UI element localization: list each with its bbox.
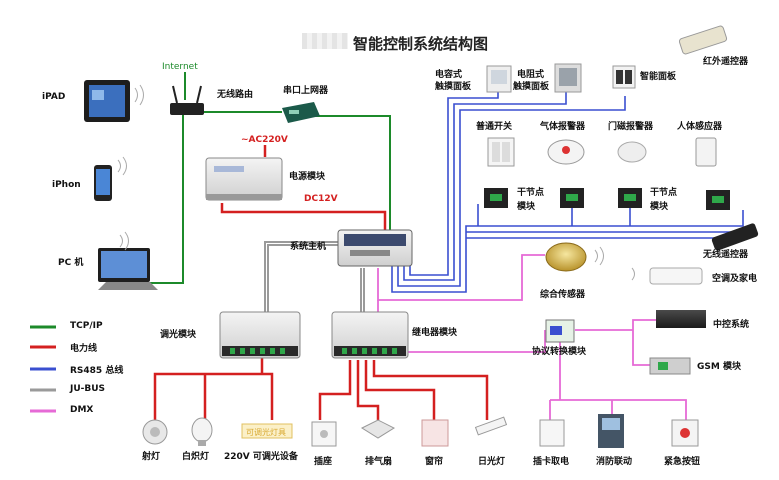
central-control-label: 中控系统 [713, 320, 750, 330]
body-sensor-device [695, 137, 717, 167]
exhaust-fan-device [360, 419, 396, 439]
wireless-remote-device [711, 223, 759, 251]
wireless-remote-label: 无线遥控器 [703, 250, 749, 260]
dry-contact-3-device [618, 188, 642, 208]
ir-remote-device [678, 25, 728, 55]
incandescent-device [191, 417, 213, 446]
ipad-device [84, 80, 144, 122]
spotlight-device [142, 419, 168, 445]
socket-device [311, 421, 337, 447]
resistive-panel-label-2: 触摸面板 [513, 82, 550, 92]
ir-remote-label: 红外遥控器 [703, 57, 749, 67]
tcp-gateway-host [300, 115, 391, 232]
ac-appliance-label: 空调及家电 [712, 274, 758, 284]
capacitive-panel-device [486, 65, 512, 93]
system-host-label: 系统主机 [290, 242, 327, 252]
pc-label: PC 机 [58, 258, 84, 268]
pc-device [98, 231, 158, 290]
dry-contact-2-label-2: 模块 [650, 202, 669, 212]
legend-tcp-label: TCP/IP [70, 321, 103, 331]
capacitive-panel-label-1: 电容式 [435, 70, 463, 80]
legend-dmx-label: DMX [70, 405, 94, 415]
dimmer-module-label: 调光模块 [160, 330, 197, 340]
body-sensor-label: 人体感应器 [677, 122, 723, 132]
serial-gateway-device [282, 102, 320, 123]
card-power-device [539, 419, 565, 447]
protocol-module-label: 协议转换模块 [532, 347, 587, 357]
legend-power-label: 电力线 [70, 344, 98, 354]
dry-contact-2-device [560, 188, 584, 208]
spotlight-label: 射灯 [142, 452, 161, 462]
legend-jubus-label: JU-BUS [70, 384, 106, 394]
curtain-device [421, 419, 449, 447]
gas-alarm-device [547, 139, 585, 165]
serial-gateway-label: 串口上网器 [283, 86, 329, 96]
integrated-sensor-label: 综合传感器 [540, 290, 586, 300]
smart-panel-device [612, 65, 636, 89]
door-alarm-label: 门磁报警器 [608, 122, 654, 132]
diagram-title: 智能控制系统结构图 [353, 35, 489, 53]
dry-contact-2-label-1: 干节点 [650, 188, 678, 198]
protocol-module-device [545, 319, 575, 343]
dimmer-module-device [219, 311, 301, 359]
card-power-label: 插卡取电 [533, 457, 570, 467]
system-host-device [337, 229, 413, 267]
gsm-module-device [649, 357, 691, 375]
dry-contact-1-label-1: 干节点 [517, 188, 545, 198]
router-label: 无线路由 [217, 90, 254, 100]
curtain-label: 窗帘 [425, 457, 444, 467]
iphone-device [94, 156, 127, 201]
dc12v-label: DC12V [304, 194, 338, 204]
fire-link-device [598, 414, 624, 448]
resistive-panel-device [554, 63, 582, 93]
normal-switch-label: 普通开关 [476, 122, 513, 132]
normal-switch-device [487, 137, 515, 167]
power-module-device [205, 157, 283, 201]
power-dimmer-loads [153, 358, 274, 420]
dry-contact-4-device [706, 190, 730, 210]
exhaust-fan-label: 排气扇 [365, 457, 393, 467]
incandescent-label: 白炽灯 [182, 452, 210, 462]
power-module-label: 电源模块 [289, 172, 326, 182]
resistive-panel-label-1: 电阻式 [517, 70, 545, 80]
legend-rs485-label: RS485 总线 [70, 366, 124, 376]
fluorescent-device [474, 416, 508, 436]
gsm-module-label: GSM 模块 [697, 362, 741, 372]
dry-contact-1-label-2: 模块 [517, 202, 536, 212]
integrated-sensor-device [545, 242, 604, 272]
emergency-button-device [671, 419, 699, 447]
ac220-label: ~AC220V [241, 135, 288, 145]
dimmable-220v-label: 220V 可调光设备 [224, 452, 298, 462]
gas-alarm-label: 气体报警器 [540, 122, 586, 132]
central-control-device [656, 310, 706, 328]
fluorescent-label: 日光灯 [478, 457, 506, 467]
internet-label: Internet [162, 62, 198, 72]
power-module-host [220, 203, 387, 232]
door-alarm-device [617, 141, 647, 163]
relay-module-label: 继电器模块 [412, 328, 458, 338]
smart-panel-label: 智能面板 [640, 72, 677, 82]
dry-contact-1-device [484, 188, 508, 208]
blurred-logo [302, 33, 348, 49]
router-device [170, 85, 204, 115]
emergency-button-label: 紧急按钮 [664, 457, 701, 467]
relay-module-device [331, 311, 409, 359]
fire-link-label: 消防联动 [596, 457, 633, 467]
socket-label: 插座 [314, 457, 333, 467]
ac-appliance-device [631, 267, 703, 285]
ipad-label: iPAD [42, 92, 66, 102]
dimmable-device [241, 423, 293, 439]
dimmable-tag-label: 可调光灯具 [246, 428, 286, 437]
capacitive-panel-label-2: 触摸面板 [435, 82, 472, 92]
iphone-label: iPhon [52, 180, 81, 190]
power-relay-loads [318, 360, 489, 420]
